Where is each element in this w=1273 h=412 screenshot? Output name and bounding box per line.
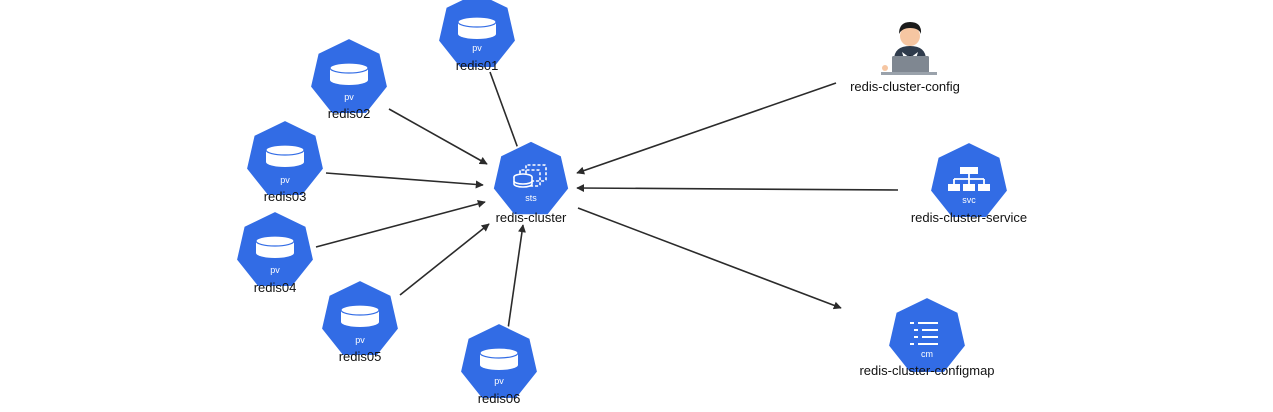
user-at-laptop-icon bbox=[881, 22, 937, 75]
kind-label-svc: svc bbox=[962, 195, 976, 205]
node-redis-cluster-configmap[interactable]: cm redis-cluster-configmap bbox=[859, 296, 995, 378]
persistent-volume-icon bbox=[340, 304, 380, 327]
edges bbox=[315, 71, 899, 337]
node-redis-cluster[interactable]: sts redis-cluster bbox=[491, 139, 571, 225]
node-redis04[interactable]: pv redis04 bbox=[235, 210, 315, 295]
node-redis02[interactable]: pv redis02 bbox=[309, 37, 389, 121]
node-label-redis06: redis06 bbox=[478, 391, 521, 406]
kind-label-sts: sts bbox=[525, 193, 537, 203]
persistent-volume-icon bbox=[479, 347, 519, 370]
edge-redis06-to-cluster bbox=[506, 224, 526, 337]
node-redis03[interactable]: pv redis03 bbox=[245, 119, 325, 204]
kind-label-pv: pv bbox=[494, 376, 504, 386]
node-redis-cluster-config[interactable]: redis-cluster-config bbox=[850, 22, 960, 94]
edge-redis04-to-cluster bbox=[315, 199, 486, 248]
node-redis-cluster-service[interactable]: svc redis-cluster-service bbox=[911, 141, 1027, 225]
edge-redis05-to-cluster bbox=[399, 223, 490, 296]
node-label-redis01: redis01 bbox=[456, 58, 499, 73]
kind-label-pv: pv bbox=[344, 92, 354, 102]
node-redis05[interactable]: pv redis05 bbox=[320, 279, 400, 364]
node-redis01[interactable]: pv redis01 bbox=[437, 0, 517, 73]
kind-label-pv: pv bbox=[270, 265, 280, 275]
edge-redis02-to-cluster bbox=[388, 108, 488, 165]
statefulset-icon bbox=[513, 164, 547, 188]
kind-label-pv: pv bbox=[472, 43, 482, 53]
node-redis06[interactable]: pv redis06 bbox=[459, 322, 539, 406]
node-label-redis04: redis04 bbox=[254, 280, 297, 295]
persistent-volume-icon bbox=[329, 62, 369, 85]
node-label-redis03: redis03 bbox=[264, 189, 307, 204]
kind-label-pv: pv bbox=[280, 175, 290, 185]
edge-service-to-cluster bbox=[576, 184, 899, 193]
persistent-volume-icon bbox=[457, 16, 497, 39]
edge-redis03-to-cluster bbox=[325, 172, 484, 189]
persistent-volume-icon bbox=[255, 235, 295, 258]
node-label-redis02: redis02 bbox=[328, 106, 371, 121]
node-label-redis-cluster-configmap: redis-cluster-configmap bbox=[859, 363, 994, 378]
edge-redis01-to-cluster bbox=[489, 71, 522, 155]
kind-label-pv: pv bbox=[355, 335, 365, 345]
node-label-redis-cluster-service: redis-cluster-service bbox=[911, 210, 1027, 225]
kind-label-cm: cm bbox=[921, 349, 933, 359]
node-label-redis-cluster-config: redis-cluster-config bbox=[850, 79, 960, 94]
edge-cluster-to-configmap bbox=[577, 207, 842, 310]
configmap-icon bbox=[910, 322, 938, 345]
edge-config-to-cluster bbox=[576, 82, 837, 175]
node-label-redis05: redis05 bbox=[339, 349, 382, 364]
node-label-redis-cluster: redis-cluster bbox=[496, 210, 567, 225]
persistent-volume-icon bbox=[265, 144, 305, 167]
service-icon bbox=[948, 167, 990, 191]
